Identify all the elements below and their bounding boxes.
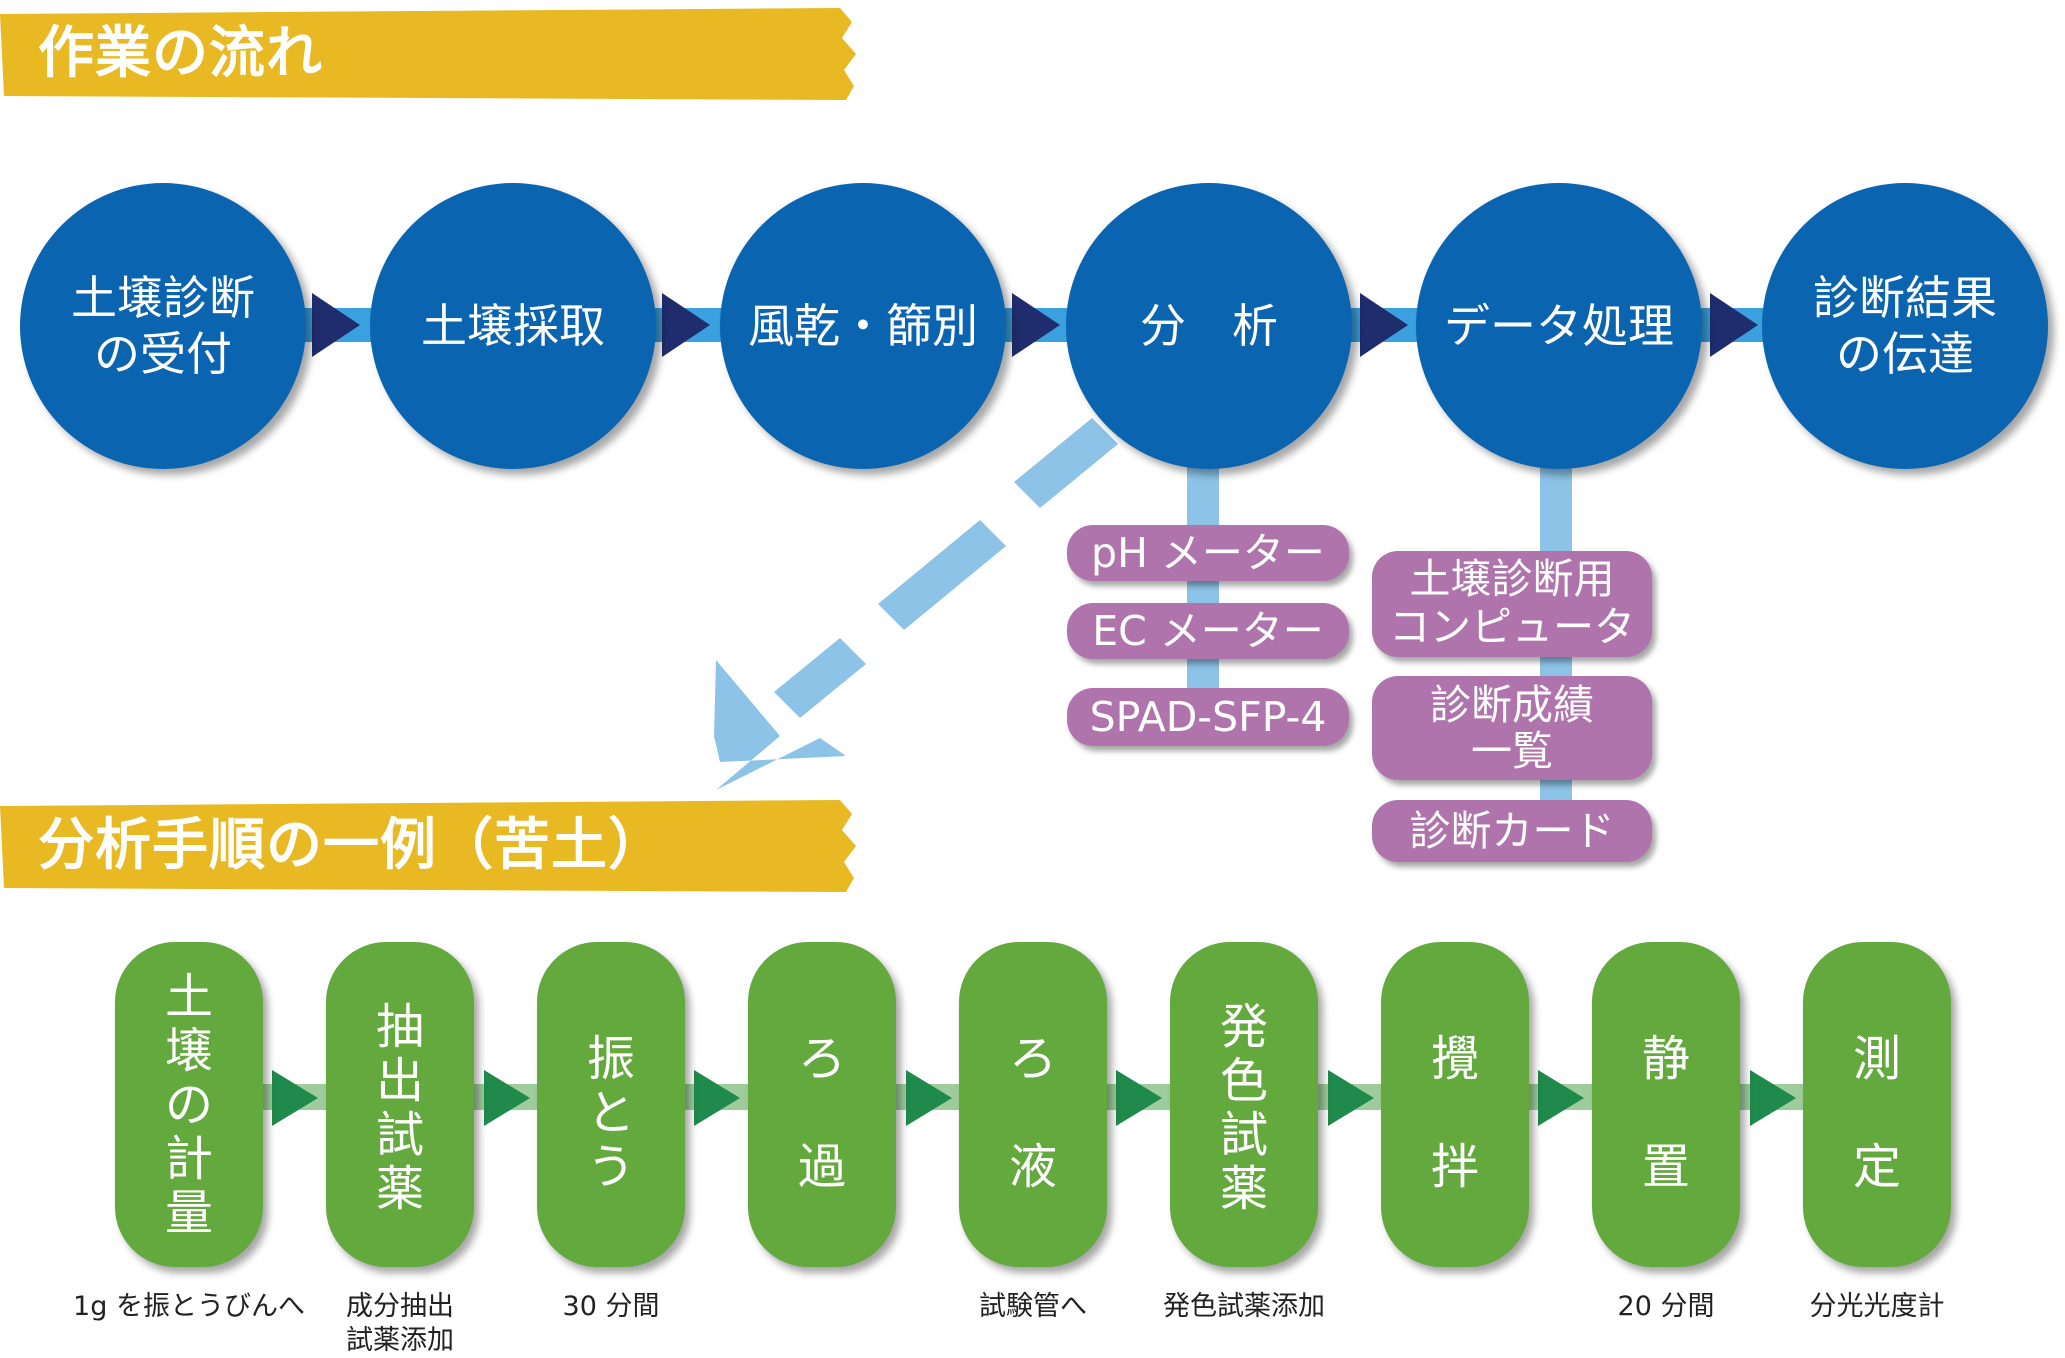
tool-ec-meter: EC メーター	[1067, 603, 1349, 659]
step-label: 土壌診断 の受付	[71, 271, 255, 381]
procedure-title: 分析手順の一例（苦土）	[38, 813, 665, 878]
procedure-step-3: 振 と う	[537, 942, 685, 1267]
procedure-caption-5: 試験管へ	[979, 1291, 1087, 1322]
tool-ph-meter: pH メーター	[1067, 525, 1349, 581]
procedure-step-label: 発 色 試 薬	[1219, 999, 1268, 1217]
workflow-step-result-delivery: 診断結果 の伝達	[1762, 183, 2048, 469]
procedure-step-9: 測 定	[1803, 942, 1951, 1267]
procedure-step-label: 測 定	[1852, 1031, 1901, 1195]
procedure-arrow-8	[1750, 1070, 1796, 1126]
workflow-step-data-processing: データ処理	[1416, 183, 1702, 469]
procedure-step-5: ろ 液	[959, 942, 1107, 1267]
procedure-arrow-3	[694, 1070, 740, 1126]
procedure-step-label: ろ 液	[1008, 1031, 1057, 1195]
banner-shape	[0, 8, 856, 100]
workflow-step-analysis: 分 析	[1066, 183, 1352, 469]
step-label: 診断結果 の伝達	[1813, 271, 1997, 381]
procedure-step-1: 土 壌 の 計 量	[115, 942, 263, 1267]
procedure-step-label: 静 置	[1641, 1031, 1690, 1195]
workflow-step-drying: 風乾・篩別	[720, 183, 1006, 469]
workflow-arrow-5	[1710, 293, 1758, 357]
procedure-caption-1: 1g を振とうびんへ	[73, 1291, 305, 1322]
procedure-arrow-2	[484, 1070, 530, 1126]
workflow-title: 作業の流れ	[38, 21, 323, 86]
procedure-step-4: ろ 過	[748, 942, 896, 1267]
procedure-caption-8: 20 分間	[1617, 1291, 1715, 1322]
tool-result-list: 診断成績 一覧	[1372, 676, 1652, 780]
step-label: 分 析	[1140, 299, 1278, 353]
procedure-arrow-1	[272, 1070, 318, 1126]
procedure-banner: 分析手順の一例（苦土）	[0, 800, 860, 892]
tool-spad: SPAD-SFP-4	[1067, 688, 1349, 746]
procedure-arrow-7	[1538, 1070, 1584, 1126]
banner-shape	[0, 800, 856, 892]
dashed-down-arrow	[714, 418, 1118, 790]
tool-diagnosis-card: 診断カード	[1372, 800, 1652, 862]
tool-soil-computer: 土壌診断用 コンピュータ	[1372, 551, 1652, 657]
procedure-step-label: 抽 出 試 薬	[375, 999, 424, 1217]
procedure-step-label: 土 壌 の 計 量	[164, 969, 213, 1241]
procedure-caption-3: 30 分間	[562, 1291, 660, 1322]
procedure-arrow-6	[1328, 1070, 1374, 1126]
step-label: データ処理	[1444, 299, 1674, 353]
procedure-step-8: 静 置	[1592, 942, 1740, 1267]
workflow-banner: 作業の流れ	[0, 8, 860, 100]
analysis-tools-connector	[1187, 460, 1219, 720]
procedure-caption-6: 発色試薬添加	[1163, 1291, 1325, 1322]
procedure-step-label: 攪 拌	[1430, 1031, 1479, 1195]
workflow-arrow-4	[1360, 293, 1408, 357]
procedure-arrow-5	[1116, 1070, 1162, 1126]
procedure-step-6: 発 色 試 薬	[1170, 942, 1318, 1267]
procedure-caption-9: 分光光度計	[1809, 1291, 1945, 1322]
step-label: 土壌採取	[421, 299, 605, 353]
workflow-arrow-2	[662, 293, 710, 357]
procedure-caption-2: 成分抽出 試薬添加	[346, 1291, 454, 1356]
step-label: 風乾・篩別	[748, 299, 978, 353]
workflow-arrow-1	[312, 293, 360, 357]
procedure-step-2: 抽 出 試 薬	[326, 942, 474, 1267]
procedure-step-7: 攪 拌	[1381, 942, 1529, 1267]
workflow-arrow-3	[1012, 293, 1060, 357]
workflow-step-sampling: 土壌採取	[370, 183, 656, 469]
procedure-step-label: ろ 過	[797, 1031, 846, 1195]
procedure-step-label: 振 と う	[586, 1031, 635, 1195]
workflow-step-reception: 土壌診断 の受付	[20, 183, 306, 469]
procedure-arrow-4	[906, 1070, 952, 1126]
